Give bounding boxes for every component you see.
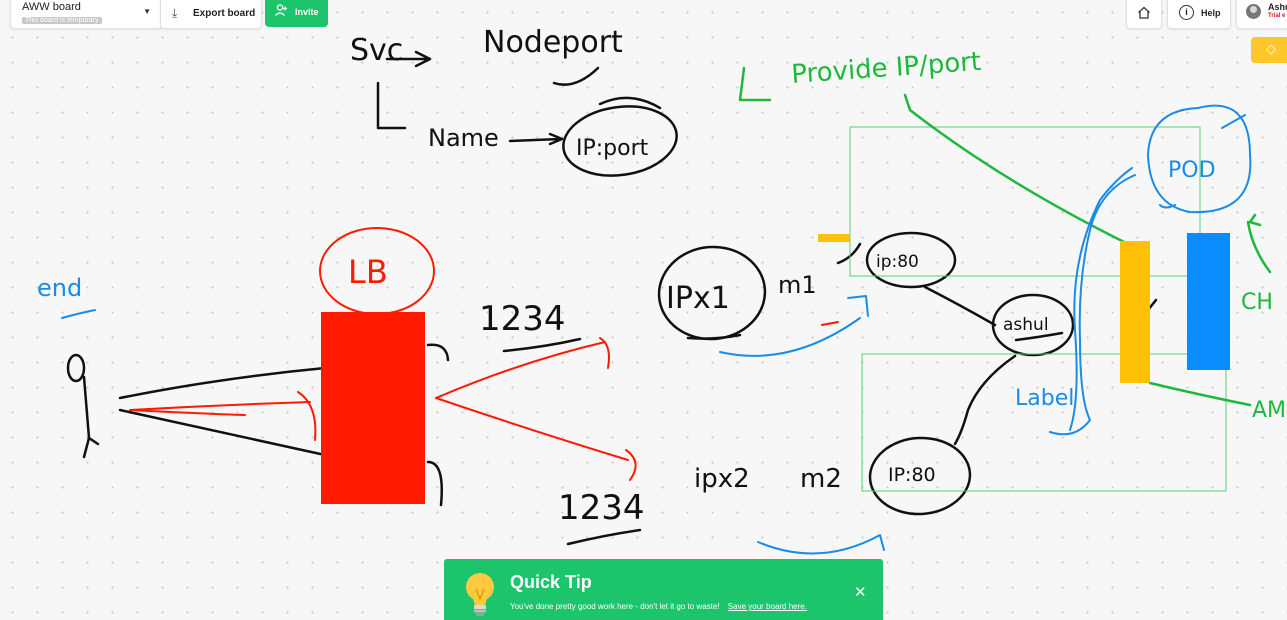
help-button[interactable]: i Help xyxy=(1167,0,1231,29)
label-m2: m2 xyxy=(800,464,842,494)
quick-tip-banner: Quick Tip You've done pretty good work h… xyxy=(444,559,883,620)
export-board-button[interactable]: ⤓ Export board xyxy=(160,0,262,29)
chevron-down-icon[interactable]: ▼ xyxy=(143,7,151,16)
yellow-marker xyxy=(818,234,850,242)
green-frames xyxy=(849,126,1227,492)
blue-bar[interactable] xyxy=(1187,233,1230,370)
label-svc: Svc xyxy=(350,33,403,68)
info-icon: i xyxy=(1179,5,1194,20)
red-ink-strokes xyxy=(129,227,839,481)
quick-tip-message: You've done pretty good work here - don'… xyxy=(510,602,720,611)
label-ipx1: IPx1 xyxy=(666,281,730,316)
trial-status: Trial e xyxy=(1268,13,1286,19)
black-ink-strokes xyxy=(66,50,1158,546)
export-board-label: Export board xyxy=(193,8,256,19)
diamond-icon: ◇ xyxy=(1266,41,1276,56)
avatar xyxy=(1246,4,1261,19)
add-user-icon xyxy=(274,3,288,20)
invite-label: Invite xyxy=(295,7,319,17)
quick-tip-title: Quick Tip xyxy=(510,572,592,592)
board-name: AWW board xyxy=(22,1,81,13)
label-ipx2: ipx2 xyxy=(694,464,750,494)
label-am: AM xyxy=(1252,398,1286,423)
label-name: Name xyxy=(428,124,499,152)
close-icon[interactable]: ✕ xyxy=(854,584,867,601)
label-provide-ip-port: Provide IP/port xyxy=(790,47,982,90)
label-1234-top: 1234 xyxy=(479,299,566,339)
load-balancer-box[interactable] xyxy=(321,312,425,504)
yellow-bar[interactable] xyxy=(1120,241,1150,383)
user-menu[interactable]: Ashu Trial e xyxy=(1236,0,1287,29)
label-ashul: ashul xyxy=(1003,315,1049,335)
label-m1: m1 xyxy=(778,271,817,299)
label-label: Label xyxy=(1015,386,1074,411)
invite-button[interactable]: Invite xyxy=(265,0,328,27)
quick-tip-text: You've done pretty good work here - don'… xyxy=(510,602,807,611)
label-ip80-top: ip:80 xyxy=(876,252,919,272)
label-ip-port-top: IP:port xyxy=(576,136,649,161)
label-nodeport: Nodeport xyxy=(483,25,623,60)
download-icon: ⤓ xyxy=(172,6,178,20)
home-icon xyxy=(1137,6,1151,22)
save-board-link[interactable]: Save your board here. xyxy=(727,602,807,611)
home-button[interactable] xyxy=(1126,0,1162,29)
premium-button[interactable]: ◇ xyxy=(1251,37,1287,63)
board-temporary-badge: This board is temporary xyxy=(22,17,102,24)
user-name: Ashu xyxy=(1268,2,1287,12)
label-pod: POD xyxy=(1168,158,1216,183)
board-selector[interactable]: AWW board This board is temporary ▼ xyxy=(10,0,162,29)
label-1234-bottom: 1234 xyxy=(558,488,645,528)
lightbulb-icon xyxy=(466,573,494,616)
blue-ink-strokes xyxy=(61,104,1252,555)
help-label: Help xyxy=(1201,8,1221,18)
label-ch: CH xyxy=(1241,290,1273,315)
label-lb: LB xyxy=(348,253,388,291)
label-end: end xyxy=(37,274,82,302)
label-ip80-bottom: IP:80 xyxy=(888,464,936,486)
